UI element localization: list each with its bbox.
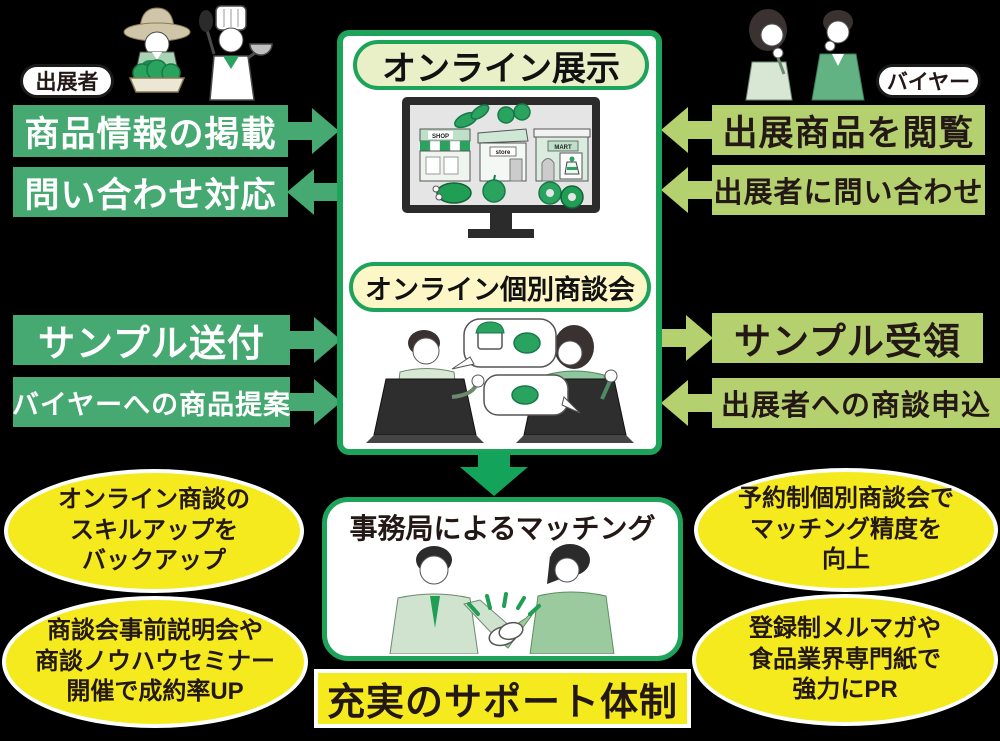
exhibitor-group-label: 出展者 bbox=[20, 64, 114, 98]
exhibitor-action-post-info: 商品情報の掲載 bbox=[13, 105, 288, 157]
exhibitor-action-send-samples: サンプル送付 bbox=[13, 315, 290, 365]
arrow-right-icon bbox=[661, 315, 713, 361]
bubble-line: バックアップ bbox=[82, 547, 226, 575]
bubble-line: 強力にPR bbox=[792, 676, 898, 704]
bubble-line: 商談会事前説明会や bbox=[47, 616, 263, 644]
bubble-line: 商談ノウハウセミナー bbox=[35, 647, 275, 675]
support-bubble-seminar: 商談会事前説明会や 商談ノウハウセミナー 開催で成約率UP bbox=[2, 596, 308, 728]
exhibitor-action-inquiry-response: 問い合わせ対応 bbox=[13, 167, 288, 217]
bubble-line: 開催で成約率UP bbox=[66, 678, 244, 706]
bubble-line: オンライン商談の bbox=[58, 485, 250, 513]
handshake-illustration bbox=[389, 544, 615, 654]
arrow-left-icon bbox=[661, 167, 713, 213]
farmer-chef-illustration bbox=[123, 5, 273, 101]
arrow-right-icon bbox=[287, 108, 339, 154]
buyer-action-browse-products: 出展商品を閲覧 bbox=[712, 105, 985, 155]
matching-title: 事務局によるマッチング bbox=[349, 513, 656, 544]
buyer-group-label: バイヤー bbox=[876, 64, 981, 98]
online-meeting-title: オンライン個別商談会 bbox=[349, 262, 651, 312]
meeting-illustration bbox=[366, 318, 634, 443]
store-sign-text: store bbox=[496, 150, 511, 156]
support-bubble-skill-backup: オンライン商談の スキルアップを バックアップ bbox=[4, 469, 304, 593]
bubble-line: 登録制メルマガや bbox=[749, 614, 941, 642]
arrow-left-icon bbox=[661, 107, 713, 153]
arrow-left-icon bbox=[287, 169, 339, 215]
bubble-line: 予約制個別商談会で bbox=[738, 484, 954, 512]
support-bubble-matching-accuracy: 予約制個別商談会で マッチング精度を 向上 bbox=[694, 468, 998, 592]
mart-sign-text: MART bbox=[554, 145, 572, 151]
arrow-right-icon bbox=[289, 379, 341, 425]
arrow-left-icon bbox=[661, 380, 713, 426]
arrow-right-icon bbox=[289, 317, 341, 363]
shop-sign-text: SHOP bbox=[432, 134, 449, 140]
buyer-action-apply-meeting: 出展者への商談申込 bbox=[712, 378, 1000, 428]
online-exhibition-title: オンライン展示 bbox=[353, 40, 649, 90]
arrow-down-icon bbox=[460, 452, 528, 496]
buyers-illustration bbox=[745, 9, 865, 101]
support-bubble-pr: 登録制メルマガや 食品業界専門紙で 強力にPR bbox=[692, 594, 998, 726]
bubble-line: 食品業界専門紙で bbox=[749, 645, 941, 673]
buyer-action-inquire-exhibitor: 出展者に問い合わせ bbox=[712, 165, 985, 215]
monitor-illustration: SHOP store MART bbox=[402, 97, 600, 238]
bubble-line: マッチング精度を bbox=[750, 515, 942, 543]
bubble-line: 向上 bbox=[822, 546, 870, 574]
buyer-action-receive-samples: サンプル受領 bbox=[712, 313, 983, 363]
bubble-line: スキルアップを bbox=[70, 516, 238, 544]
support-banner: 充実のサポート体制 bbox=[314, 669, 691, 728]
exhibitor-action-propose-products: バイヤーへの商品提案 bbox=[12, 377, 290, 427]
